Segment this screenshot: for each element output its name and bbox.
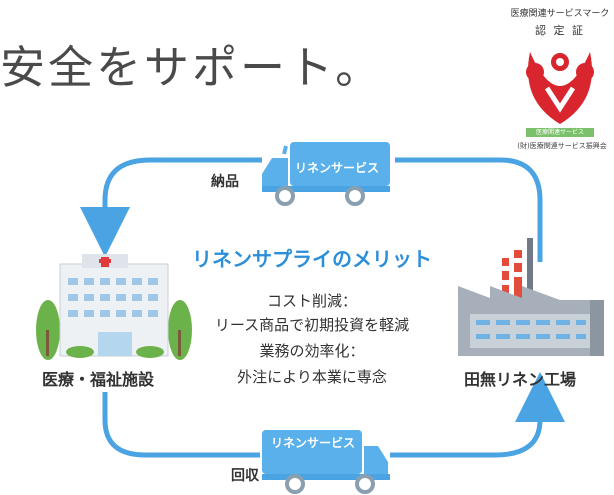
cross-icon <box>99 257 111 267</box>
delivery-arrow <box>80 157 262 257</box>
factory-label: 田無リネン工場 <box>464 370 577 389</box>
collection-flow-line <box>102 392 260 458</box>
merit-line: リース商品で初期投資を軽減 <box>214 316 410 334</box>
certification-subtitle: 認 定 証 <box>535 24 585 37</box>
bottom-truck-label: リネンサービス <box>271 436 356 450</box>
truck-icon <box>262 142 390 206</box>
certification-footer: (財)医療関連サービス振興会 <box>517 142 607 150</box>
certification-band: 医療関連サービス <box>526 128 594 137</box>
hospital-icon <box>36 254 192 360</box>
merit-line: 外注により本業に専念 <box>237 368 387 386</box>
top-truck-label: リネンサービス <box>295 161 380 175</box>
factory-icon <box>458 238 604 356</box>
truck-icon <box>262 430 390 494</box>
delivery-label: 納品 <box>211 174 239 190</box>
merit-title: リネンサプライのメリット <box>192 247 432 271</box>
certification-mark-icon <box>526 52 594 124</box>
collection-arrow <box>390 372 565 458</box>
merit-line: 業務の効率化： <box>259 342 365 360</box>
headline: 安全をサポート。 <box>0 41 384 94</box>
collection-label: 回収 <box>231 468 259 484</box>
merit-line: コスト削減： <box>266 292 357 310</box>
certification-title: 医療関連サービスマーク <box>510 9 610 19</box>
delivery-flow-line <box>395 157 543 262</box>
hospital-label: 医療・福祉施設 <box>42 370 155 389</box>
